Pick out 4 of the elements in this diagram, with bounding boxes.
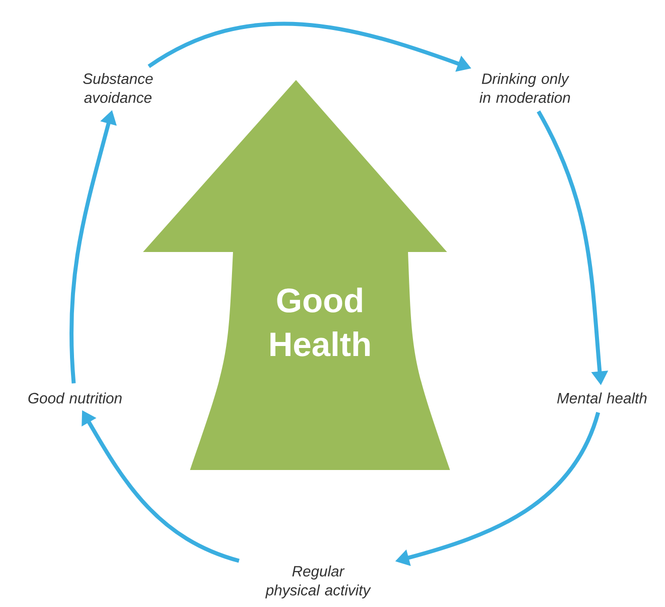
step-label: Drinking only in moderation (480, 73, 570, 103)
step-label: Good nutrition (28, 392, 122, 404)
step-label: Mental health (557, 392, 647, 404)
step-label: Regular physical activity (265, 566, 372, 598)
